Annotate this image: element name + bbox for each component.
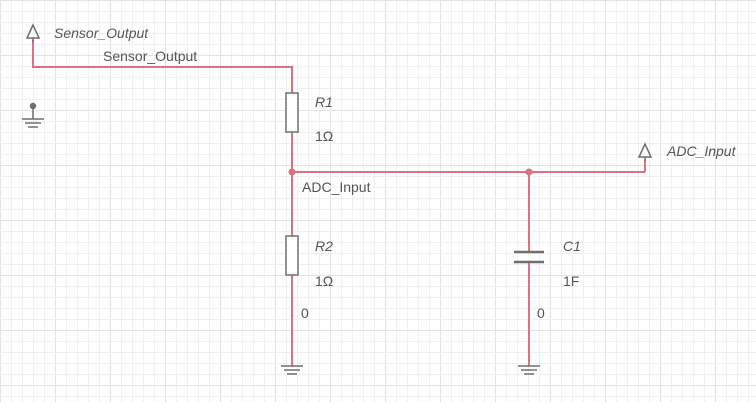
ground-icon[interactable] <box>281 365 303 375</box>
adc-port-label: ADC_Input <box>667 143 736 159</box>
ground-icon[interactable] <box>518 365 540 375</box>
wire-sensor-output[interactable] <box>32 40 293 93</box>
junction-dot <box>288 168 296 176</box>
r2-value-label: 1Ω <box>315 273 334 289</box>
r2-ref-label: R2 <box>315 238 333 254</box>
c1-value-label: 1F <box>563 273 580 289</box>
sensor-net-label: Sensor_Output <box>103 48 198 64</box>
resistor-icon[interactable] <box>285 92 299 133</box>
net-port-icon[interactable] <box>25 23 41 42</box>
resistor-icon[interactable] <box>285 235 299 276</box>
wires <box>32 40 646 366</box>
r2-ground-net-label: 0 <box>301 305 309 321</box>
adc-net-label: ADC_Input <box>302 179 371 195</box>
sensor-port-label: Sensor_Output <box>54 25 149 41</box>
r1-ref-label: R1 <box>315 94 333 110</box>
ground-icon[interactable] <box>22 102 44 128</box>
c1-ground-net-label: 0 <box>537 305 545 321</box>
net-port-icon[interactable] <box>637 142 653 161</box>
c1-ref-label: C1 <box>563 238 581 254</box>
r1-value-label: 1Ω <box>315 128 334 144</box>
junction-dot <box>525 168 533 176</box>
capacitor-icon[interactable] <box>514 250 544 264</box>
